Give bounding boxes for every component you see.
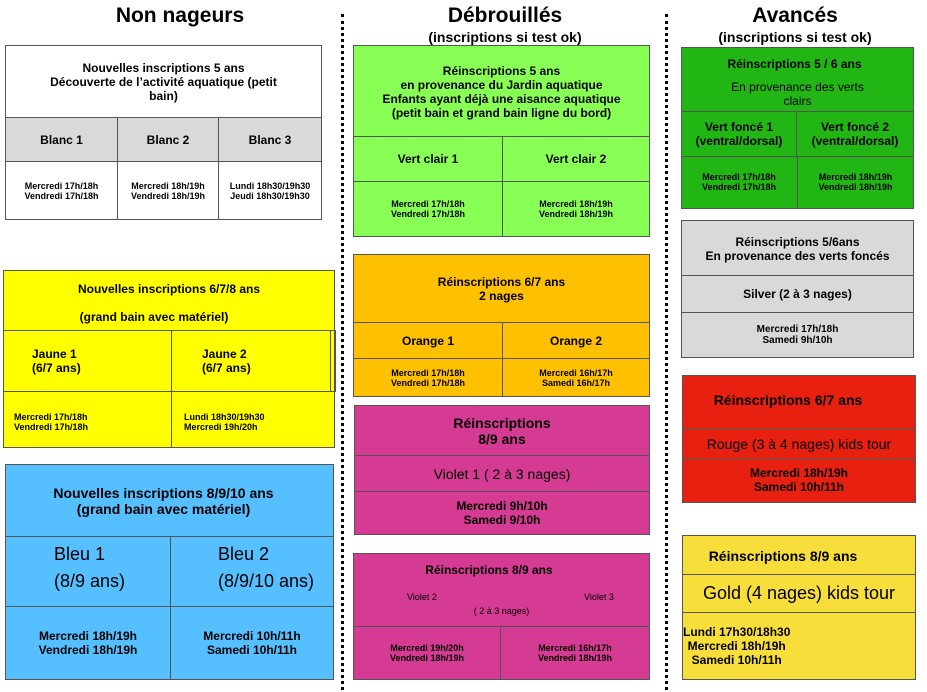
group-violet-2: Violet 2 <box>407 592 437 602</box>
column-separator-right <box>665 14 668 690</box>
group-bleu-2: Bleu 2 (8/9/10 ans) <box>170 536 334 607</box>
schedule-bleu-2: Mercredi 10h/11h Samedi 10h/11h <box>170 606 334 680</box>
block-orange: Réinscriptions 6/7 ans 2 nages Orange 1 … <box>353 254 650 397</box>
group-jaune-1: Jaune 1 (6/7 ans) <box>3 330 172 392</box>
group-silver: Silver (2 à 3 nages) <box>681 275 914 313</box>
schedule-blanc-2: Mercredi 18h/19h Vendredi 18h/19h <box>117 161 219 220</box>
block-bleu: Nouvelles inscriptions 8/9/10 ans (grand… <box>5 464 334 680</box>
block-gold-title: Réinscriptions 8/9 ans <box>708 548 858 564</box>
block-silver: Réinscriptions 5/6ans En provenance des … <box>681 220 914 358</box>
block-orange-title: Réinscriptions 6/7 ans 2 nages <box>437 275 566 303</box>
schedule-rouge: Mercredi 18h/19h Samedi 10h/11h <box>749 466 849 494</box>
column-subtitle-debrouilles: (inscriptions si test ok) <box>428 29 582 45</box>
group-jaune-edge <box>330 330 336 392</box>
group-vert-clair-1: Vert clair 1 <box>353 136 503 182</box>
schedule-blanc-3: Lundi 18h30/19h30 Jeudi 18h30/19h30 <box>218 161 322 220</box>
group-vert-fonce-2: Vert foncé 2 (ventral/dorsal) <box>796 111 914 157</box>
block-violet-1: Réinscriptions 8/9 ans Violet 1 ( 2 à 3 … <box>354 405 650 535</box>
block-violet-2-3-title: Réinscriptions 8/9 ans <box>425 563 553 577</box>
group-vert-fonce-1: Vert foncé 1 (ventral/dorsal) <box>681 111 797 157</box>
schedule-silver: Mercredi 17h/18h Samedi 9h/10h <box>756 324 839 346</box>
schedule-vert-clair-2: Mercredi 18h/19h Vendredi 18h/19h <box>502 181 650 237</box>
block-jaune: Nouvelles inscriptions 6/7/8 ans (grand … <box>3 270 336 448</box>
schedule-violet-3: Mercredi 16h/17h Vendredi 18h/19h <box>500 626 650 680</box>
block-blanc: Nouvelles inscriptions 5 ans Découverte … <box>5 45 322 220</box>
schedule-violet-1: Mercredi 9h/10h Samedi 9/10h <box>456 499 548 527</box>
block-jaune-title: Nouvelles inscriptions 6/7/8 ans <box>77 282 261 296</box>
schedule-vert-fonce-1: Mercredi 17h/18h Vendredi 17h/18h <box>701 172 777 192</box>
block-jaune-subtitle: (grand bain avec matériel) <box>79 310 229 324</box>
group-jaune-2: Jaune 2 (6/7 ans) <box>171 330 331 392</box>
group-violet-3: Violet 3 <box>584 592 614 602</box>
column-title-non-nageurs: Non nageurs <box>115 4 245 27</box>
column-separator-left <box>341 14 344 690</box>
column-subtitle-avances: (inscriptions si test ok) <box>718 29 872 45</box>
group-blanc-3: Blanc 3 <box>218 117 322 162</box>
column-title-avances: Avancés <box>752 4 838 27</box>
block-violet-2-3: Réinscriptions 8/9 ans Violet 2 Violet 3… <box>353 553 650 680</box>
group-orange-2: Orange 2 <box>502 322 650 359</box>
group-blanc-2: Blanc 2 <box>117 117 219 162</box>
group-violet-1: Violet 1 ( 2 à 3 nages) <box>354 455 650 492</box>
schedule-orange-2: Mercredi 16h/17h Samedi 16h/17h <box>502 358 650 397</box>
block-vert-fonce-title: Réinscriptions 5 / 6 ans <box>727 57 862 71</box>
block-vert-fonce: Réinscriptions 5 / 6 ans En provenance d… <box>681 47 914 209</box>
group-vert-clair-2: Vert clair 2 <box>502 136 650 182</box>
schedule-vert-fonce-2: Mercredi 18h/19h Vendredi 18h/19h <box>797 156 913 208</box>
block-rouge-title: Réinscriptions 6/7 ans <box>713 392 863 408</box>
schedule-jaune-1: Mercredi 17h/18h Vendredi 17h/18h <box>3 391 172 448</box>
group-violet-2-3-note: ( 2 à 3 nages) <box>473 606 530 616</box>
block-gold: Réinscriptions 8/9 ans Gold (4 nages) ki… <box>682 535 916 680</box>
schedule-gold: Lundi 17h30/18h30 Mercredi 18h/19h Samed… <box>683 625 791 667</box>
block-vert-clair: Réinscriptions 5 ans en provenance du Ja… <box>353 45 650 237</box>
block-vert-clair-title: Réinscriptions 5 ans en provenance du Ja… <box>382 63 621 120</box>
schedule-blanc-1: Mercredi 17h/18h Vendredi 17h/18h <box>5 161 118 220</box>
block-violet-1-title: Réinscriptions 8/9 ans <box>453 415 551 447</box>
schedule-bleu-1: Mercredi 18h/19h Vendredi 18h/19h <box>5 606 171 680</box>
block-bleu-title: Nouvelles inscriptions 8/9/10 ans (grand… <box>53 485 274 517</box>
group-rouge: Rouge (3 à 4 nages) kids tour <box>682 428 916 459</box>
group-gold: Gold (4 nages) kids tour <box>682 574 916 613</box>
group-orange-1: Orange 1 <box>353 322 503 359</box>
block-silver-title: Réinscriptions 5/6ans En provenance des … <box>705 234 890 263</box>
block-vert-fonce-subtitle: En provenance des verts clairs <box>731 80 864 108</box>
block-rouge: Réinscriptions 6/7 ans Rouge (3 à 4 nage… <box>682 375 916 503</box>
group-bleu-1: Bleu 1 (8/9 ans) <box>5 536 171 607</box>
group-blanc-1: Blanc 1 <box>5 117 118 162</box>
schedule-vert-clair-1: Mercredi 17h/18h Vendredi 17h/18h <box>353 181 503 237</box>
schedule-jaune-2: Lundi 18h30/19h30 Mercredi 19h/20h <box>171 391 335 448</box>
schedule-violet-2: Mercredi 19h/20h Vendredi 18h/19h <box>353 626 501 680</box>
schedule-orange-1: Mercredi 17h/18h Vendredi 17h/18h <box>353 358 503 397</box>
block-blanc-title: Nouvelles inscriptions 5 ans Découverte … <box>50 60 277 103</box>
column-title-debrouilles: Débrouillés <box>447 4 563 27</box>
